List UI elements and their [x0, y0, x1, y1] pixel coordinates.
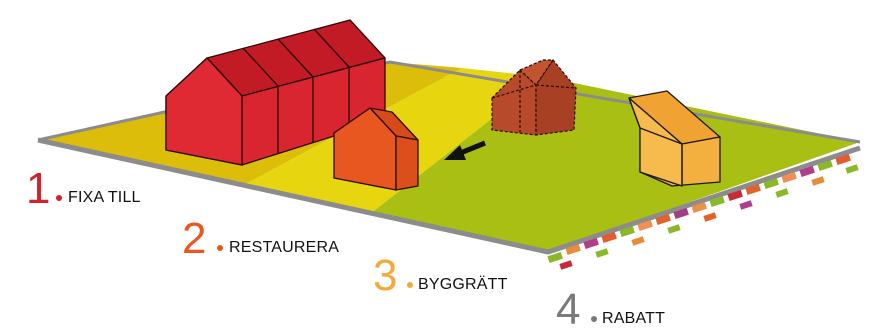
small-orange-house [333, 107, 419, 191]
step-1-number: 1 [26, 164, 50, 213]
ghost-house [491, 59, 577, 136]
rabatt-border [547, 153, 859, 270]
wire-house [628, 90, 721, 187]
step-3-dot [407, 282, 413, 288]
plot-back-edge [37, 60, 861, 144]
step-4-number: 4 [556, 285, 580, 330]
long-red-house [165, 19, 386, 166]
step-2: 2 RESTAURERA [182, 214, 339, 263]
plot [37, 60, 861, 270]
step-3-number: 3 [373, 251, 397, 300]
step-1-dot [56, 195, 62, 201]
step-1: 1 FIXA TILL [26, 164, 141, 213]
step-2-label: RESTAURERA [229, 239, 339, 256]
arrow-left-icon [444, 140, 486, 160]
step-3-label: BYGGRÄTT [418, 275, 508, 293]
step-1-label: FIXA TILL [68, 189, 141, 206]
plot-edge [37, 137, 861, 255]
step-4-dot [591, 316, 597, 322]
step-2-number: 2 [182, 214, 206, 263]
step-3: 3 BYGGRÄTT [373, 251, 508, 300]
step-4: 4 RABATT [556, 285, 665, 330]
step-2-dot [217, 245, 223, 251]
step-4-label: RABATT [602, 310, 665, 327]
